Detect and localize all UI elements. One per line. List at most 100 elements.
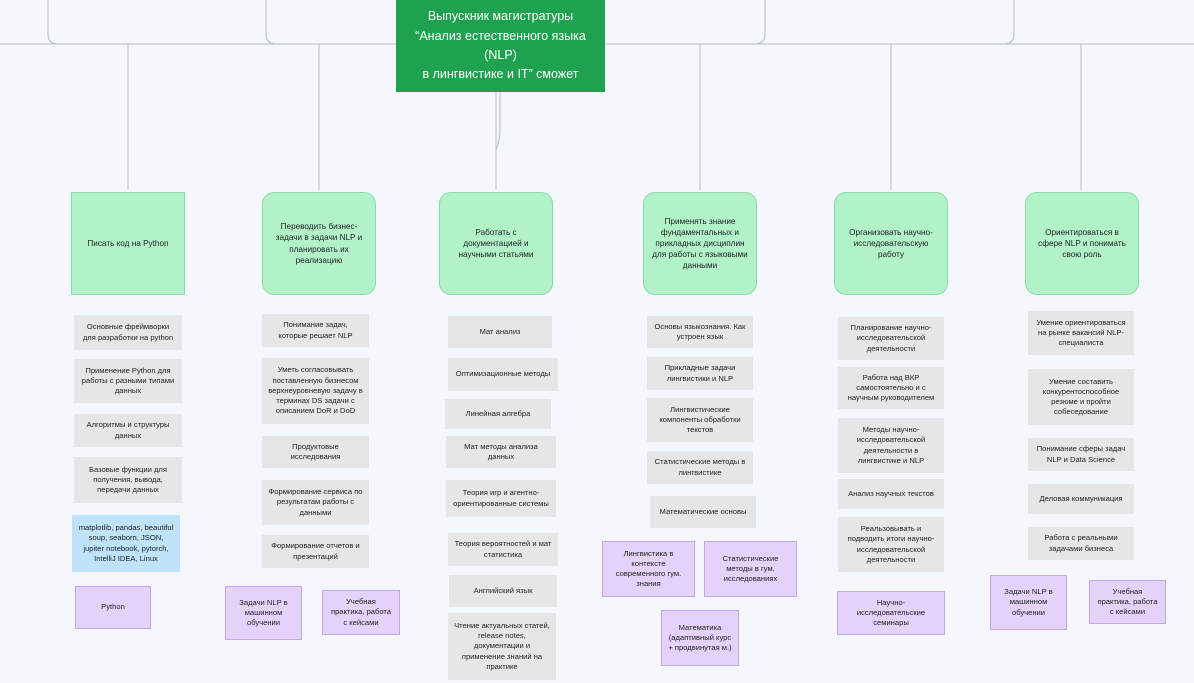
skill-label: Деловая коммуникация <box>1039 493 1123 503</box>
practice-node[interactable]: Научно-исследовательские семинары <box>837 591 945 635</box>
competency-python-label: Писать код на Python <box>87 238 169 248</box>
competency-fundamental[interactable]: Применять знание фундаментальных и прикл… <box>643 192 757 295</box>
practice-node[interactable]: Задачи NLP в машинном обучении <box>990 575 1067 630</box>
competency-documentation-label: Работать с документацией и научными стат… <box>458 227 534 260</box>
competency-business-tasks-label: Переводить бизнес-задачи в задачи NLP и … <box>275 222 363 265</box>
skill-node[interactable]: Статистические методы в лингвистике <box>647 451 753 484</box>
skill-node[interactable]: Оптимизационные методы <box>448 358 558 391</box>
competency-python[interactable]: Писать код на Python <box>71 192 185 295</box>
competency-fundamental-label: Применять знание фундаментальных и прикл… <box>652 216 748 271</box>
practice-node[interactable]: Лингвистика в контексте современного гум… <box>602 541 695 597</box>
competency-business-tasks[interactable]: Переводить бизнес-задачи в задачи NLP и … <box>262 192 376 295</box>
skill-node[interactable]: Планирование научно-исследовательской де… <box>838 317 944 360</box>
practice-label: Учебная практика, работа с кейсами <box>1097 586 1158 617</box>
skill-node[interactable]: Методы научно-исследовательской деятельн… <box>838 418 944 473</box>
frame-inner-corner <box>754 0 766 45</box>
skill-node[interactable]: Мат анализ <box>448 316 552 348</box>
skill-node[interactable]: Работа с реальными задачами бизнеса <box>1028 527 1134 560</box>
skill-node[interactable]: Базовые функции для получения, вывода, п… <box>74 457 182 503</box>
skill-node[interactable]: Основы языкознания. Как устроен язык <box>647 316 753 348</box>
skill-node[interactable]: Деловая коммуникация <box>1028 484 1134 514</box>
tools-label: matplotlib, pandas, beautiful soup, seab… <box>78 523 174 563</box>
root-line-2: “Анализ естественного языка (NLP) <box>415 28 586 62</box>
skill-node[interactable]: Алгоритмы и структуры данных <box>74 414 182 447</box>
skill-node[interactable]: Теория вероятностей и мат статистика <box>448 533 558 566</box>
skill-node[interactable]: Английский язык <box>449 575 557 607</box>
frame-left-corner <box>47 0 59 45</box>
skill-label: Формирование отчетов и презентаций <box>271 541 360 561</box>
competency-research-label: Организовать научно-исследовательскую ра… <box>849 227 933 260</box>
practice-label: Математика (адаптивный курс + продвинута… <box>668 622 732 653</box>
skill-label: Основы языкознания. Как устроен язык <box>654 321 746 341</box>
skill-node[interactable]: Мат методы анализа данных <box>446 436 556 468</box>
competency-research[interactable]: Организовать научно-исследовательскую ра… <box>834 192 948 295</box>
skill-node[interactable]: Теория игр и агентно-ориентированные сис… <box>446 480 556 517</box>
skill-node[interactable]: Работа над ВКР самостоятельно и с научны… <box>838 367 944 409</box>
skill-label: Формирование сервиса по результатам рабо… <box>268 487 363 517</box>
skill-node[interactable]: Понимание сферы задач NLP и Data Science <box>1028 438 1134 471</box>
competency-documentation[interactable]: Работать с документацией и научными стат… <box>439 192 553 295</box>
skill-label: Линейная алгебра <box>465 408 531 418</box>
tools-node[interactable]: matplotlib, pandas, beautiful soup, seab… <box>72 515 180 572</box>
skill-node[interactable]: Чтение актуальных статей, release notes,… <box>448 613 556 680</box>
skill-label: Мат методы анализа данных <box>464 441 538 461</box>
root-line-3: в лингвистике и IT” сможет <box>422 67 579 82</box>
practice-label: Учебная практика, работа с кейсами <box>330 597 392 627</box>
skill-label: Понимание сферы задач NLP и Data Science <box>1036 444 1126 464</box>
practice-node[interactable]: Задачи NLP в машинном обучении <box>225 586 302 640</box>
skill-node[interactable]: Реальзовывать и подводить итоги научно-и… <box>838 517 944 572</box>
practice-node[interactable]: Python <box>75 586 151 629</box>
skill-node[interactable]: Формирование сервиса по результатам рабо… <box>262 480 369 525</box>
skill-label: Статистические методы в лингвистике <box>654 457 746 477</box>
skill-label: Прикладные задачи лингвистики и NLP <box>664 363 736 383</box>
root-node[interactable]: Выпускник магистратуры “Анализ естествен… <box>396 0 605 92</box>
skill-node[interactable]: Линейная алгебра <box>445 399 551 429</box>
frame-right-corner <box>1003 0 1015 45</box>
practice-node[interactable]: Математика (адаптивный курс + продвинута… <box>661 610 739 666</box>
practice-label: Python <box>101 602 125 612</box>
skill-label: Анализ научных текстов <box>848 488 934 498</box>
skill-label: Теория игр и агентно-ориентированные сис… <box>453 488 549 508</box>
practice-label: Статистические методы в гум. исследовани… <box>722 553 779 584</box>
competency-nlp-role[interactable]: Ориентироваться в сфере NLP и понимать с… <box>1025 192 1139 295</box>
skill-node[interactable]: Прикладные задачи лингвистики и NLP <box>647 357 753 390</box>
practice-label: Задачи NLP в машинном обучении <box>1004 587 1053 617</box>
skill-node[interactable]: Лингвистические компоненты обработки тек… <box>647 398 753 442</box>
skill-label: Английский язык <box>473 585 533 595</box>
skill-label: Мат анализ <box>479 326 521 336</box>
skill-node[interactable]: Математические основы <box>650 496 756 528</box>
competency-nlp-role-label: Ориентироваться в сфере NLP и понимать с… <box>1038 227 1126 260</box>
skill-label: Уметь согласовывать поставленную бизнесо… <box>268 365 363 416</box>
skill-node[interactable]: Продуктовые исследования <box>262 436 369 468</box>
skill-label: Умение составить конкурентоспособное рез… <box>1042 376 1120 417</box>
practice-label: Научно-исследовательские семинары <box>856 597 926 628</box>
practice-label: Лингвистика в контексте современного гум… <box>615 548 682 589</box>
frame-inner-corner <box>265 0 277 45</box>
practice-node[interactable]: Учебная практика, работа с кейсами <box>1089 580 1166 624</box>
skill-label: Работа с реальными задачами бизнеса <box>1044 533 1118 553</box>
skill-label: Работа над ВКР самостоятельно и с научны… <box>847 372 935 403</box>
skill-label: Умение ориентироваться на рынке вакансий… <box>1036 317 1126 348</box>
practice-node[interactable]: Статистические методы в гум. исследовани… <box>704 541 797 597</box>
skill-node[interactable]: Понимание задач, которые решает NLP <box>262 314 369 347</box>
skill-label: Лингвистические компоненты обработки тек… <box>659 404 741 435</box>
skill-label: Понимание задач, которые решает NLP <box>278 320 353 340</box>
skill-node[interactable]: Основные фреймворки для разработки на py… <box>74 315 182 350</box>
skill-label: Продуктовые исследования <box>290 441 341 461</box>
practice-label: Задачи NLP в машинном обучении <box>239 597 288 628</box>
skill-node[interactable]: Формирование отчетов и презентаций <box>262 535 369 568</box>
skill-label: Методы научно-исследовательской деятельн… <box>856 425 926 465</box>
practice-node[interactable]: Учебная практика, работа с кейсами <box>322 590 400 635</box>
skill-node[interactable]: Умение составить конкурентоспособное рез… <box>1028 369 1134 425</box>
skill-label: Теория вероятностей и мат статистика <box>454 539 552 559</box>
skill-label: Реальзовывать и подводить итоги научно-и… <box>847 524 935 564</box>
skill-node[interactable]: Уметь согласовывать поставленную бизнесо… <box>262 358 369 424</box>
skill-node[interactable]: Умение ориентироваться на рынке вакансий… <box>1028 311 1134 355</box>
skill-label: Применение Python для работы с разными т… <box>81 365 175 396</box>
skill-node[interactable]: Анализ научных текстов <box>838 479 944 509</box>
skill-node[interactable]: Применение Python для работы с разными т… <box>74 359 182 403</box>
root-line-1: Выпускник магистратуры <box>427 9 574 24</box>
skill-label: Оптимизационные методы <box>455 369 551 379</box>
skill-label: Основные фреймворки для разработки на py… <box>82 322 174 342</box>
